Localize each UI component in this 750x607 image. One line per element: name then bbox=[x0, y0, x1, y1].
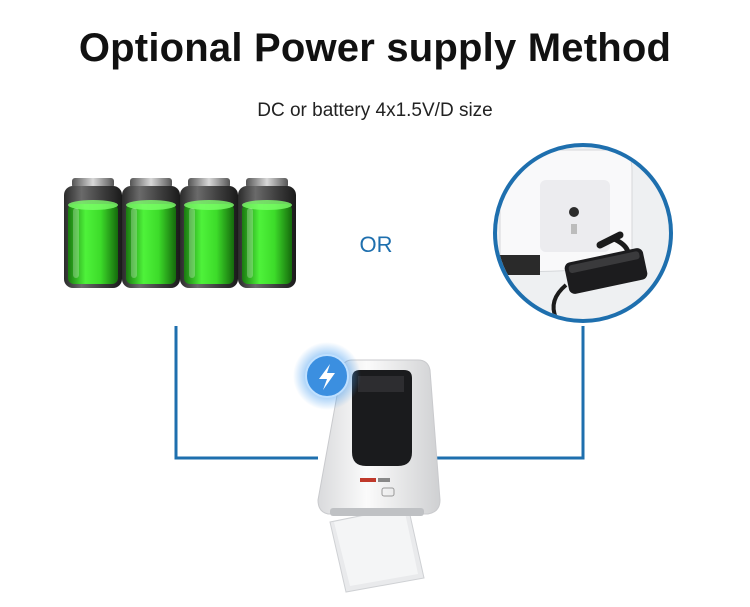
connector-lines bbox=[174, 326, 585, 460]
dc-adapter-inset bbox=[493, 143, 673, 323]
page-title: Optional Power supply Method bbox=[78, 26, 672, 70]
battery-icon bbox=[64, 178, 122, 288]
battery-icon bbox=[122, 178, 180, 288]
paper-sheet bbox=[329, 505, 425, 593]
battery-icon bbox=[238, 178, 296, 288]
or-separator: OR bbox=[359, 232, 393, 257]
battery-icon bbox=[180, 178, 238, 288]
power-badge bbox=[293, 342, 361, 410]
paper-towel-dispenser bbox=[317, 359, 441, 593]
page-subtitle: DC or battery 4x1.5V/D size bbox=[257, 100, 493, 121]
battery-pack bbox=[64, 178, 296, 288]
lightning-bolt-icon bbox=[319, 364, 335, 390]
